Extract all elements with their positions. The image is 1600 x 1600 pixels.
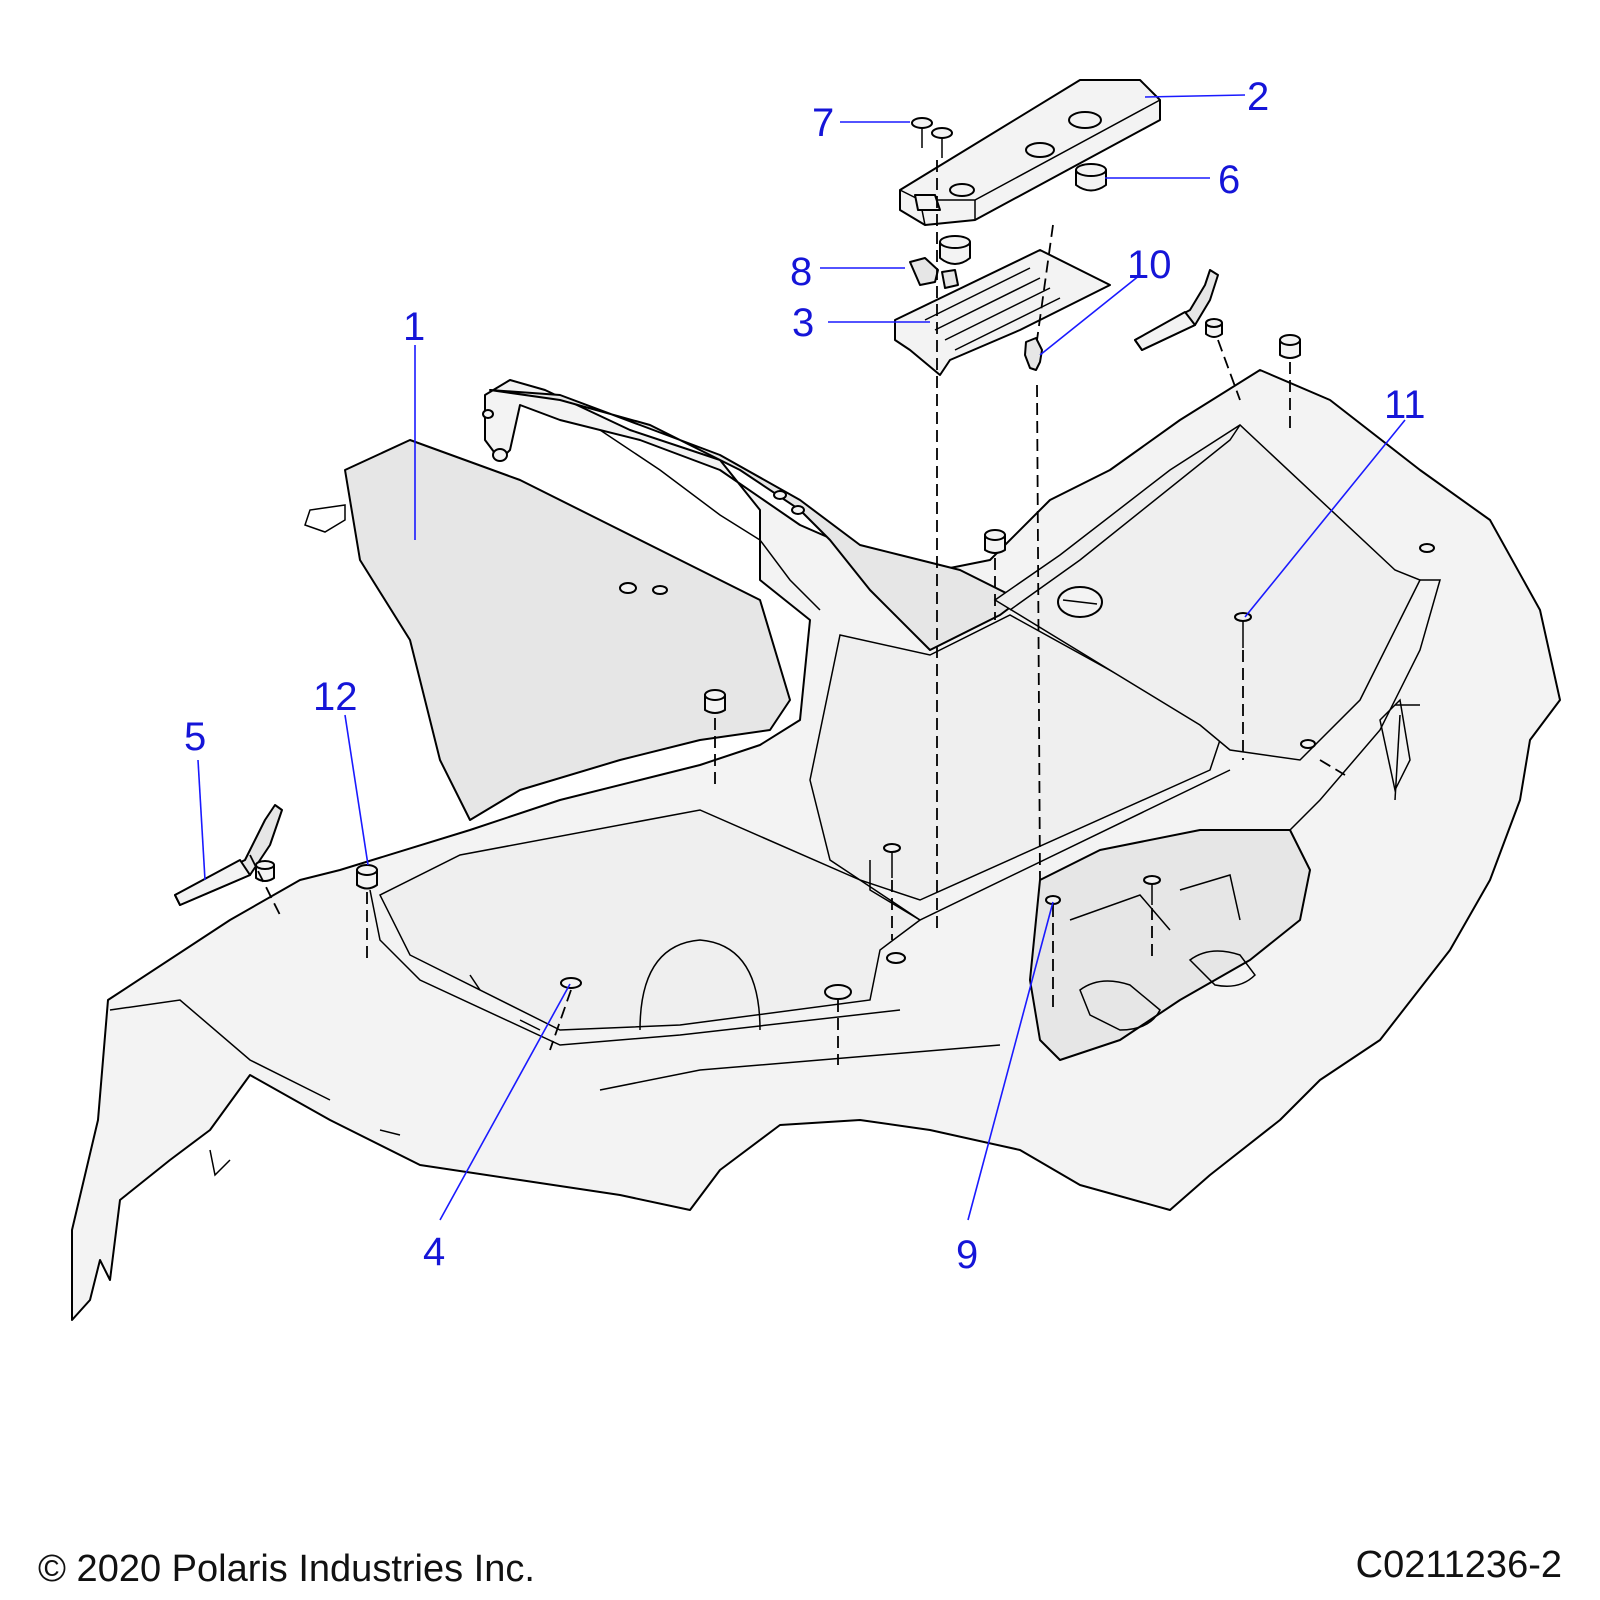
callout-3: 3	[792, 301, 814, 345]
assembly-dash-lines	[249, 160, 1346, 1065]
rear-rack	[899, 79, 1161, 226]
rubber-bumper-pair	[939, 163, 1107, 265]
callout-12: 12	[313, 675, 358, 719]
callout-leaders	[197, 94, 1406, 1221]
callout-labels: 1 2 3 4 5 6 7 8 9 10 11 12	[184, 75, 1426, 1277]
body-screws	[560, 612, 1316, 1000]
footrest-pad-right	[1134, 269, 1219, 351]
latch-clip	[909, 257, 959, 289]
callout-1: 1	[403, 305, 425, 349]
callout-5: 5	[184, 715, 206, 759]
rear-fender-body	[71, 369, 1561, 1321]
callout-9: 9	[956, 1233, 978, 1277]
callout-11: 11	[1384, 383, 1426, 427]
callout-6: 6	[1218, 158, 1240, 202]
drawing-number: C0211236-2	[1355, 1544, 1562, 1586]
callout-7: 7	[812, 101, 834, 145]
callout-8: 8	[790, 250, 812, 294]
screw-pair-top	[911, 117, 953, 158]
callout-4: 4	[423, 1230, 445, 1274]
footrest-pad-left	[174, 804, 283, 906]
callout-2: 2	[1247, 75, 1269, 119]
callout-10: 10	[1127, 243, 1172, 287]
push-clip	[1024, 337, 1043, 371]
copyright-notice: © 2020 Polaris Industries Inc.	[38, 1548, 535, 1590]
